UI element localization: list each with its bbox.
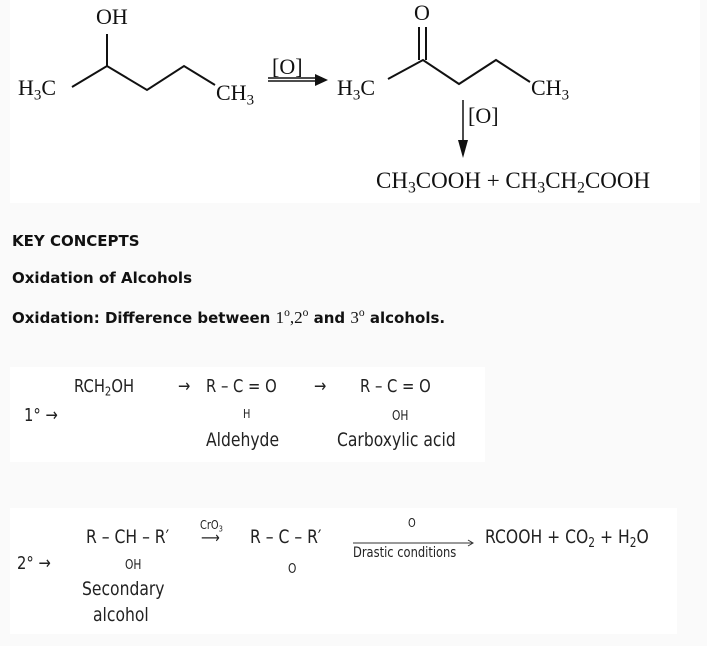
- heading-key-concepts: KEY CONCEPTS: [12, 232, 140, 250]
- reaction-image-2-pentanol-oxidation: OH H3C CH3 [O] H3C O CH3 [O] CH3COOH + C…: [10, 0, 700, 203]
- carboxylic-acid-name: Carboxylic acid: [337, 429, 456, 451]
- secondary-alcohol-oh: OH: [125, 558, 142, 573]
- ketone-o: O: [288, 562, 297, 577]
- h3c-left-label: H3C: [18, 75, 57, 104]
- secondary-alcohol-name-1: Secondary: [82, 578, 165, 600]
- acid-formula: R – C = O: [360, 376, 431, 397]
- heading-difference: Oxidation: Difference between 1o,2o and …: [12, 306, 446, 327]
- h3c-ketone-label: H3C: [337, 75, 376, 104]
- heading-oxidation-of-alcohols: Oxidation of Alcohols: [12, 269, 192, 287]
- arrow-2: →: [314, 376, 327, 397]
- arrow-1: →: [178, 376, 191, 397]
- oxidant-label: [O]: [272, 54, 303, 79]
- aldehyde-formula: R – C = O: [206, 376, 277, 397]
- oxidant-o: O: [408, 516, 416, 530]
- acid-oh: OH: [392, 409, 409, 424]
- secondary-products: RCOOH + CO2 + H2O: [485, 526, 649, 551]
- acid-products: CH3COOH + CH3CH2COOH: [376, 168, 651, 197]
- secondary-alcohol-formula: R – CH – R′: [86, 526, 170, 548]
- ketone-formula: R – C – R′: [250, 526, 322, 548]
- primary-label: 1° →: [24, 405, 58, 426]
- oxidant-label-2: [O]: [468, 103, 499, 128]
- secondary-alcohol-name-2: alcohol: [93, 604, 149, 626]
- hydroxyl-label: OH: [96, 4, 128, 29]
- aldehyde-h: H: [243, 407, 251, 421]
- cro3-reagent: CrO3: [200, 518, 223, 534]
- primary-alcohol-oxidation-image: 1° → RCH2OH → R – C = O H → R – C = O OH…: [10, 367, 485, 462]
- ch3-label: CH3: [216, 80, 255, 109]
- carbonyl-oxygen-label: O: [414, 0, 430, 25]
- primary-alcohol-formula: RCH2OH: [74, 376, 135, 399]
- ch3-ketone-label: CH3: [531, 75, 570, 104]
- skeletal-structures: [71, 27, 531, 158]
- drastic-conditions-label: Drastic conditions: [353, 545, 457, 561]
- secondary-alcohol-oxidation-image: 2° → R – CH – R′ OH Secondary alcohol Cr…: [10, 508, 677, 634]
- secondary-label: 2° →: [17, 553, 51, 574]
- reagent-arrow: ⟶: [201, 528, 220, 547]
- aldehyde-name: Aldehyde: [206, 429, 280, 451]
